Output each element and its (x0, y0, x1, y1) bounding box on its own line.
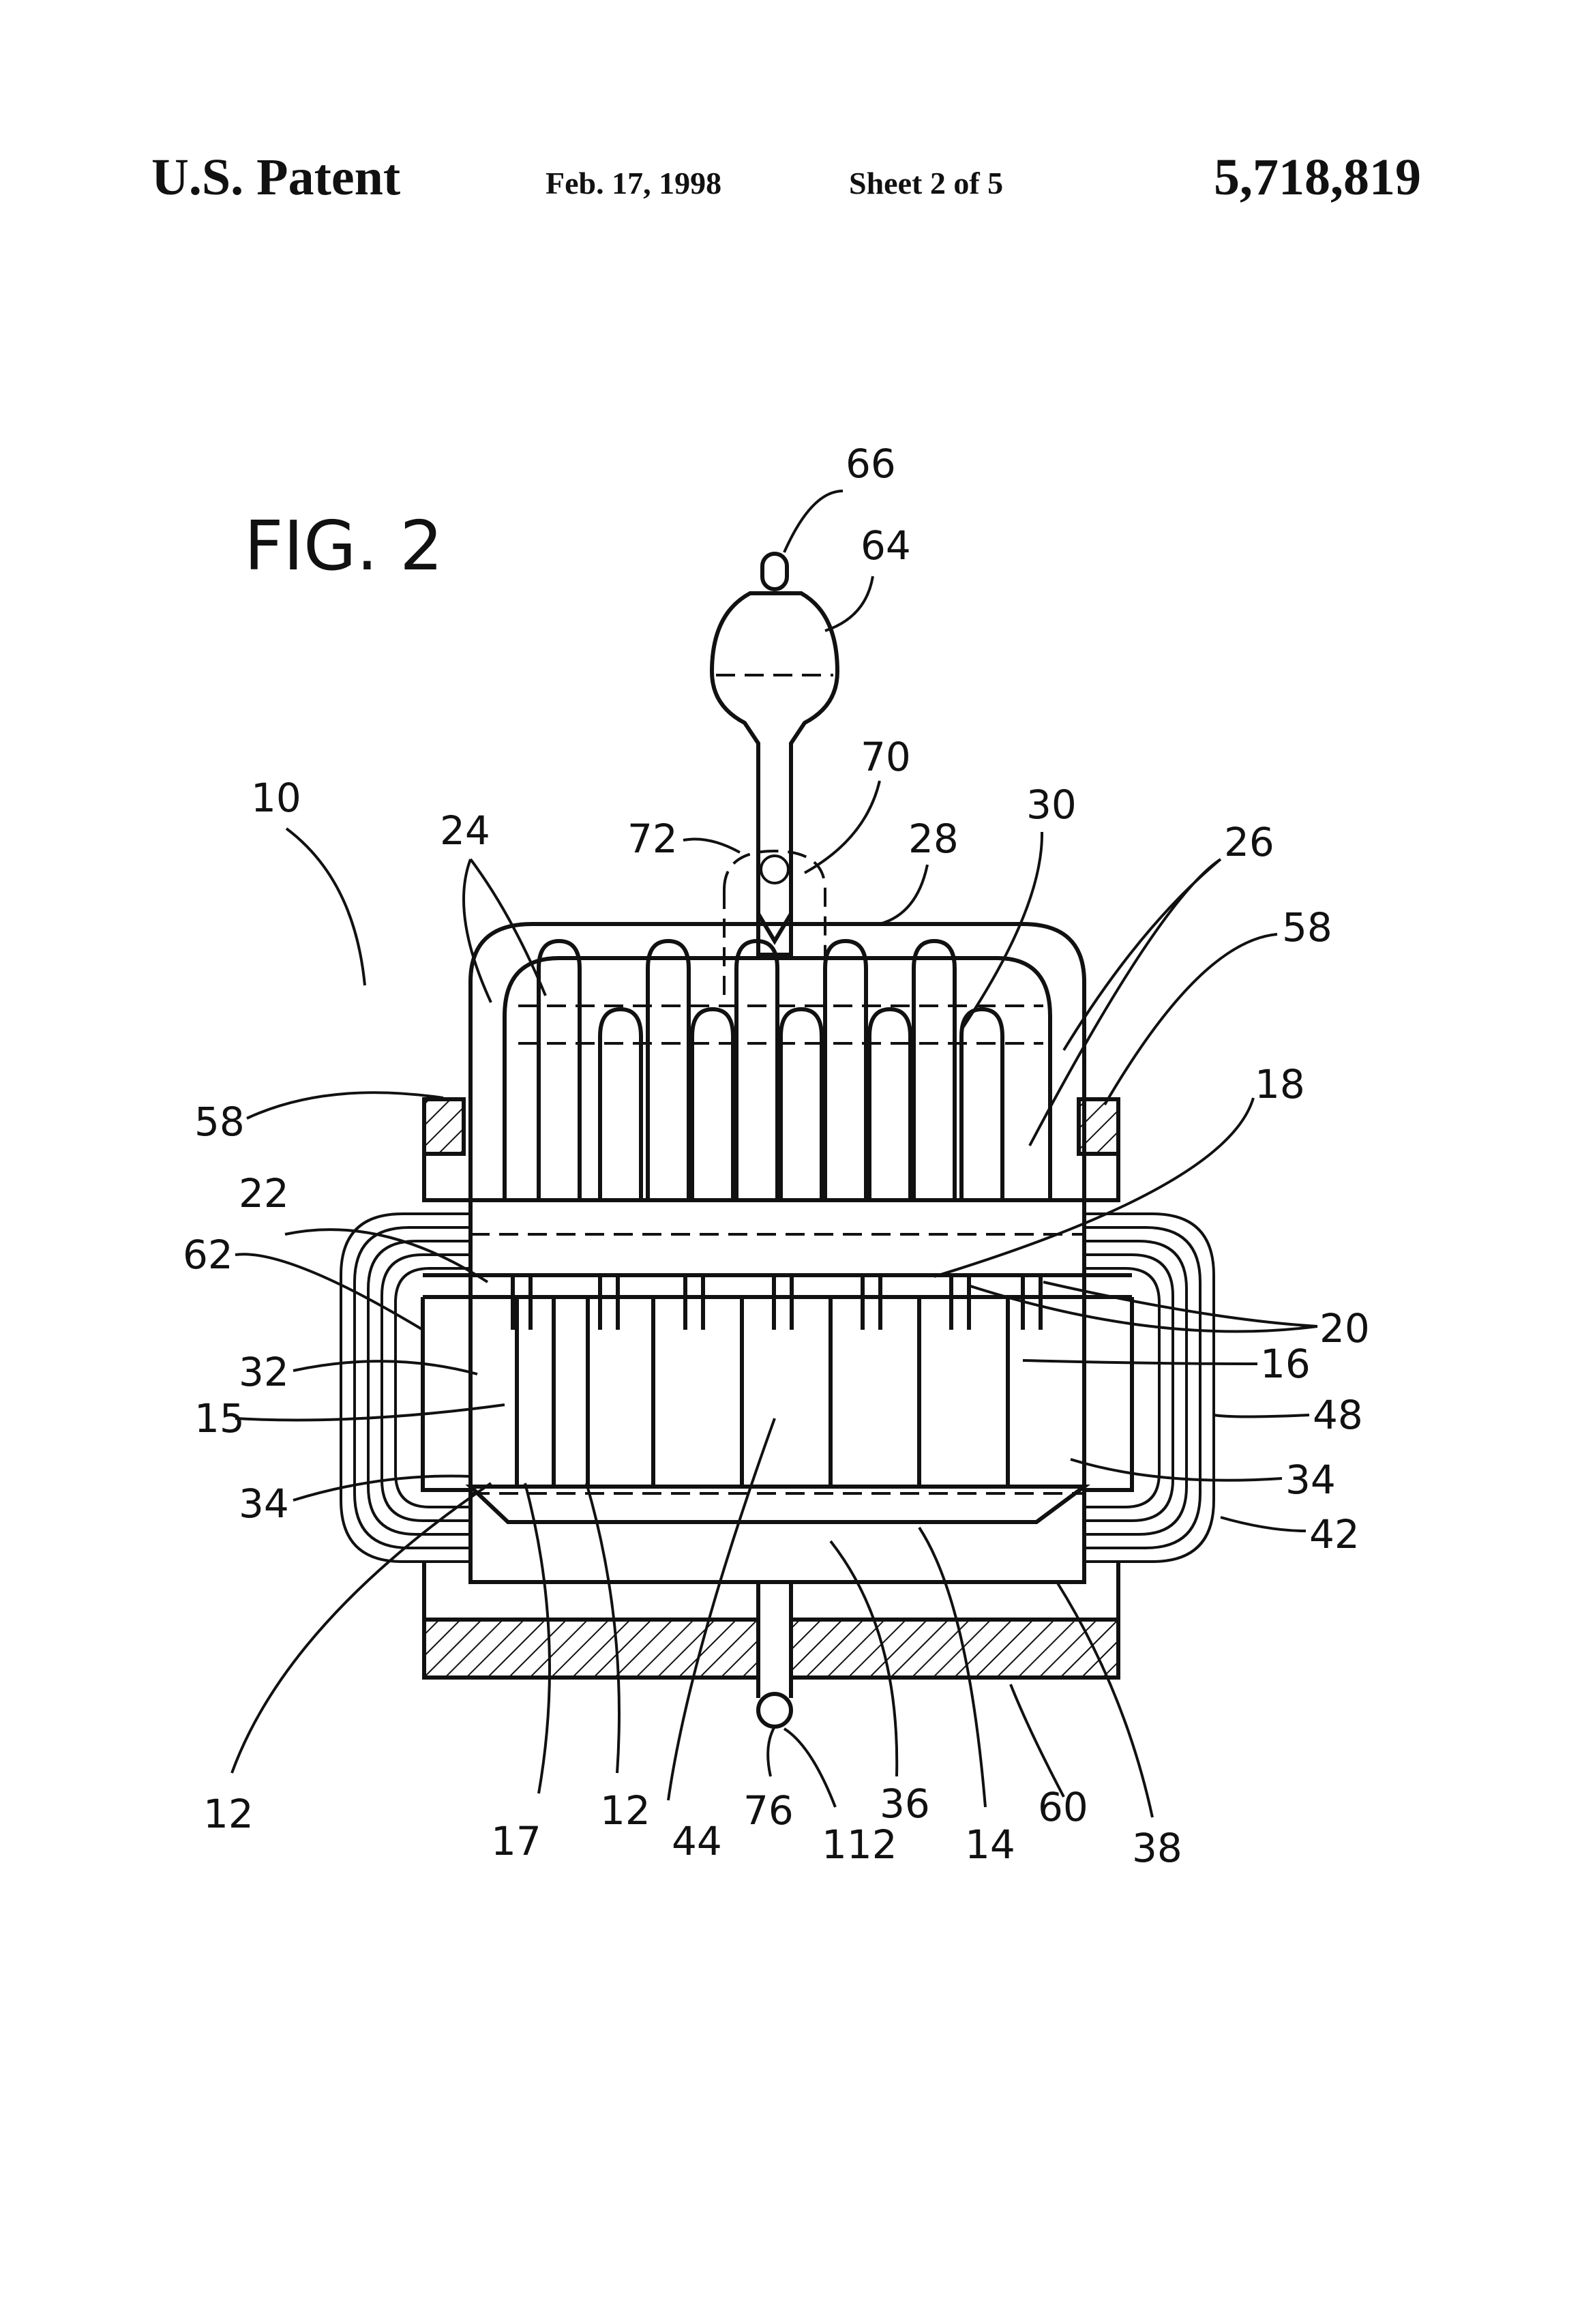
ref-42: 42 (1309, 1511, 1360, 1558)
base-plate-60 (424, 1620, 758, 1678)
liquid-level-38 (471, 1493, 1084, 1582)
ref-24: 24 (440, 807, 490, 854)
ref-70: 70 (861, 734, 911, 780)
ref-17: 17 (491, 1818, 541, 1864)
ref-12-left: 12 (203, 1791, 254, 1837)
ref-34-left: 34 (239, 1480, 289, 1527)
ref-36: 36 (880, 1781, 930, 1827)
electrodes-16 (513, 1275, 1041, 1330)
housing-lower (424, 1562, 1118, 1620)
ref-62: 62 (183, 1232, 233, 1278)
ref-10: 10 (251, 775, 301, 821)
housing-outline (424, 1154, 1118, 1200)
ref-66: 66 (846, 441, 896, 487)
ref-26: 26 (1224, 819, 1274, 865)
ref-38: 38 (1132, 1825, 1182, 1871)
ref-15: 15 (194, 1395, 245, 1442)
ref-32: 32 (239, 1349, 289, 1395)
ref-12-middle: 12 (600, 1787, 651, 1834)
outlet-pipe-76 (758, 1582, 791, 1698)
ref-60: 60 (1038, 1784, 1088, 1830)
ref-18: 18 (1255, 1061, 1305, 1107)
ref-58-left: 58 (194, 1099, 245, 1145)
tray-36 (471, 1487, 1084, 1522)
ref-58-right: 58 (1282, 904, 1332, 951)
tube-loops-26 (600, 1009, 1002, 1200)
ref-76: 76 (743, 1787, 794, 1834)
ref-112: 112 (822, 1821, 897, 1868)
plates-14 (517, 1297, 1008, 1487)
ref-48: 48 (1313, 1392, 1363, 1438)
base-plate-60-right (791, 1620, 1118, 1678)
ref-30: 30 (1026, 781, 1077, 828)
ref-22: 22 (239, 1170, 289, 1217)
leader-lines (232, 491, 1317, 1817)
flange-58-left (424, 1099, 464, 1154)
ref-34-right: 34 (1285, 1457, 1336, 1503)
figure-title: FIG. 2 (244, 506, 443, 586)
ref-64: 64 (861, 522, 911, 569)
ref-20: 20 (1319, 1305, 1370, 1352)
ref-16: 16 (1260, 1341, 1311, 1387)
ref-14: 14 (965, 1821, 1015, 1868)
valve-70 (724, 851, 825, 1002)
flange-58-right (1079, 1099, 1118, 1154)
ref-44: 44 (672, 1818, 722, 1864)
ref-72: 72 (627, 816, 678, 862)
ref-28: 28 (908, 816, 959, 862)
outlet-port-76 (758, 1694, 791, 1727)
vessel-64 (712, 554, 837, 955)
